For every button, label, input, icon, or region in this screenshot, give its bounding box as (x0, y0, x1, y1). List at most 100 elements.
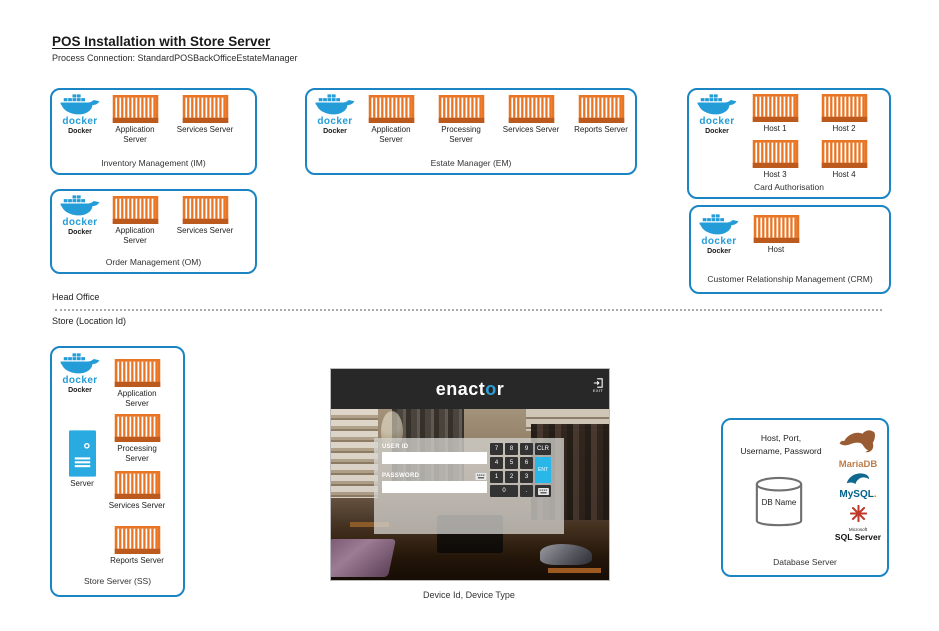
docker-label: Docker (68, 128, 92, 135)
enactor-logo: enactor (436, 379, 505, 400)
exit-icon (593, 378, 603, 388)
docker-label: Docker (705, 128, 729, 135)
device-caption: Device Id, Device Type (423, 590, 515, 600)
key-5[interactable]: 5 (505, 457, 518, 469)
container-label: Processing Server (441, 125, 481, 144)
exit-button[interactable]: EXIT (593, 378, 603, 393)
container-icon (182, 95, 229, 123)
db-name-label: DB Name (761, 498, 797, 507)
pos-header-bar: enactor EXIT (331, 369, 609, 409)
keyboard-icon[interactable] (475, 473, 487, 480)
key-8[interactable]: 8 (505, 443, 518, 455)
key-2[interactable]: 2 (505, 471, 518, 483)
key-1[interactable]: 1 (490, 471, 503, 483)
process-connection-subtitle: Process Connection: StandardPOSBackOffic… (52, 53, 298, 63)
docker-wordmark: docker (701, 236, 737, 247)
docker-wordmark: docker (317, 116, 353, 127)
docker-wordmark: docker (62, 375, 98, 386)
microsoft-label: Microsoft (848, 527, 868, 532)
mariadb-label: MariaDB (838, 459, 878, 470)
crm-box: docker Docker Host Customer Relationship… (689, 205, 891, 294)
docker-whale-icon (699, 214, 739, 236)
container-icon (114, 414, 161, 442)
container-application-server: Application Server (104, 95, 166, 144)
docker-logo: docker Docker (57, 195, 103, 236)
key-clear[interactable]: CLR (535, 443, 551, 455)
key-0[interactable]: 0 (490, 485, 518, 497)
container-icon (182, 196, 229, 224)
container-host-2: Host 2 (813, 94, 875, 134)
container-label: Services Server (108, 501, 166, 510)
container-label: Services Server (176, 125, 234, 134)
server-tower: Server (60, 430, 104, 488)
container-host-4: Host 4 (813, 140, 875, 180)
container-processing-server: Processing Server (430, 95, 492, 144)
enactor-logo-part: enact (435, 378, 486, 399)
key-4[interactable]: 4 (490, 457, 503, 469)
container-icon (508, 95, 555, 123)
enactor-logo-o: o (485, 378, 497, 399)
key-enter[interactable]: ENT (535, 457, 551, 483)
container-label: Application Server (371, 125, 411, 144)
container-reports-server: Reports Server (570, 95, 632, 135)
container-icon (114, 471, 161, 499)
container-label: Host 3 (763, 170, 787, 179)
password-label: PASSWORD (382, 473, 420, 479)
key-6[interactable]: 6 (520, 457, 533, 469)
key-7[interactable]: 7 (490, 443, 503, 455)
exit-label: EXIT (592, 388, 603, 393)
user-id-input[interactable] (382, 452, 487, 464)
key-keyboard-toggle[interactable] (535, 485, 551, 497)
server-label: Server (70, 479, 94, 488)
container-icon (752, 94, 799, 122)
container-label: Application Server (115, 226, 155, 245)
container-label: Processing Server (117, 444, 157, 463)
estate-manager-box: docker Docker Application Server Process… (305, 88, 637, 175)
sql-server-burst-icon (850, 505, 867, 522)
docker-logo: docker Docker (694, 94, 740, 135)
docker-logo: docker Docker (57, 94, 103, 135)
box-label: Order Management (OM) (105, 257, 202, 267)
store-zone-label: Store (Location Id) (52, 316, 127, 326)
docker-whale-icon (60, 94, 100, 116)
numeric-keypad: 7 8 9 CLR 4 5 6 ENT 1 2 3 0 . (490, 443, 551, 497)
mariadb-seal-icon (839, 430, 877, 454)
container-host-1: Host 1 (744, 94, 806, 134)
docker-whale-icon (60, 195, 100, 217)
store-server-box: docker Docker Server Application Server … (50, 346, 185, 597)
container-label: Application Server (117, 389, 157, 408)
sql-server-logo: Microsoft SQL Server (829, 505, 887, 542)
box-label: Store Server (SS) (83, 576, 152, 586)
container-host-3: Host 3 (744, 140, 806, 180)
key-9[interactable]: 9 (520, 443, 533, 455)
password-input[interactable] (382, 481, 487, 493)
docker-whale-icon (315, 94, 355, 116)
container-application-server: Application Server (106, 359, 168, 408)
keyboard-icon (538, 488, 549, 495)
docker-logo: docker Docker (312, 94, 358, 135)
key-3[interactable]: 3 (520, 471, 533, 483)
box-label: Inventory Management (IM) (101, 158, 206, 168)
docker-wordmark: docker (699, 116, 735, 127)
container-icon (752, 140, 799, 168)
docker-label: Docker (68, 229, 92, 236)
docker-label: Docker (707, 248, 731, 255)
order-management-box: docker Docker Application Server Service… (50, 189, 257, 274)
mysql-logo: MySQL. (829, 472, 887, 500)
mysql-label-my: My (839, 489, 854, 500)
key-decimal[interactable]: . (520, 485, 533, 497)
container-label: Reports Server (574, 125, 628, 134)
container-label: Host 2 (832, 124, 856, 133)
container-icon (578, 95, 625, 123)
pos-login-screen: enactor EXIT USER ID PASSWORD 7 8 9 CLR … (330, 368, 610, 581)
photo-folded-clothes (331, 538, 397, 577)
container-services-server: Services Server (106, 471, 168, 511)
container-services-server: Services Server (174, 95, 236, 135)
db-credentials-text: Host, Port, Username, Password (740, 433, 822, 456)
container-label: Services Server (502, 125, 560, 134)
page-title: POS Installation with Store Server (52, 34, 271, 49)
container-application-server: Application Server (360, 95, 422, 144)
container-icon (438, 95, 485, 123)
login-panel: USER ID PASSWORD 7 8 9 CLR 4 5 6 ENT 1 2… (374, 438, 564, 534)
